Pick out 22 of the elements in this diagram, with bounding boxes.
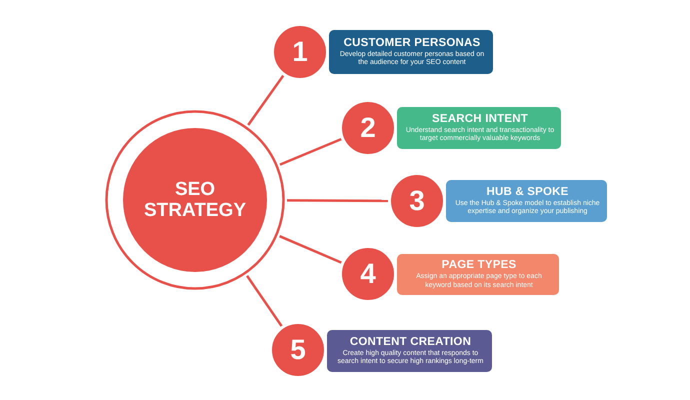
- ring-circle: [105, 110, 285, 290]
- connector-line: [247, 74, 285, 126]
- step-card: [397, 107, 561, 149]
- step-title: CUSTOMER PERSONAS: [342, 36, 482, 48]
- step-title: CONTENT CREATION: [348, 336, 472, 348]
- number-circle: 4: [339, 245, 397, 303]
- step-title: HUB & SPOKE: [485, 186, 570, 198]
- number-circle: 3: [388, 172, 446, 230]
- step-card: [329, 30, 493, 74]
- number-circle: 1: [271, 23, 329, 81]
- step-card: [446, 180, 607, 222]
- step-card: [397, 254, 559, 295]
- step-title: SEARCH INTENT: [431, 112, 529, 124]
- connector-line: [246, 275, 284, 328]
- connector-line: [287, 199, 389, 202]
- number-circle: 2: [339, 99, 397, 157]
- connector-line: [279, 138, 343, 166]
- number-circle: 5: [269, 321, 327, 379]
- center-title: SEO STRATEGY: [142, 179, 248, 221]
- connector-line: [279, 235, 343, 264]
- step-card: [327, 330, 492, 372]
- step-title: PAGE TYPES: [440, 259, 518, 271]
